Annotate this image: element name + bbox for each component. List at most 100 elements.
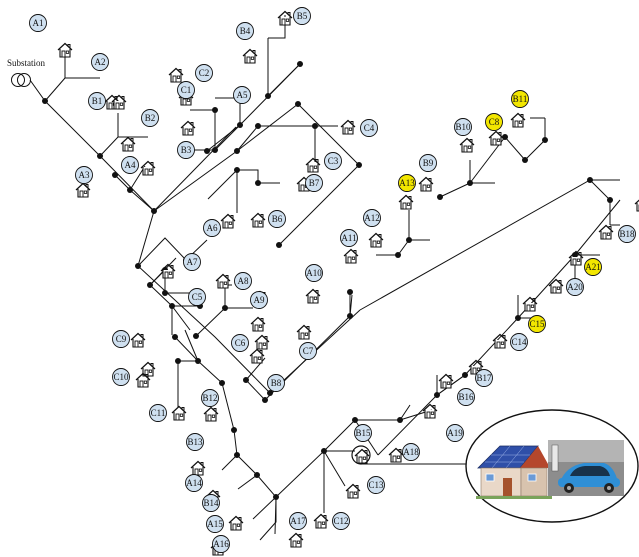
node-c1: C1 [177,81,195,99]
node-circle [293,7,311,25]
node-b8: B8 [267,374,285,392]
node-label: B15 [355,428,371,438]
node-label: A11 [341,233,356,243]
junction-dot [175,358,181,364]
node-label: B11 [513,94,528,104]
junction-dot [542,137,548,143]
feeder-line [207,169,238,200]
feeder-line [439,160,471,198]
node-circle [141,109,159,127]
node-label: B14 [203,498,219,508]
node-circle [91,53,109,71]
node-label: A15 [207,519,223,529]
node-circle [618,225,636,243]
house-icon [296,324,312,340]
feeder-line [233,429,277,535]
feeder-line [44,77,66,102]
node-circle [188,288,206,306]
node-circle [584,258,602,276]
node-label: A17 [290,516,306,526]
node-circle [267,374,285,392]
junction-dot [97,153,103,159]
node-label: C7 [303,346,314,356]
house-icon [418,176,434,192]
house-icon [140,160,156,176]
node-a3: A3 [75,166,93,184]
node-circle [510,333,528,351]
node-label: A6 [207,223,218,233]
node-label: A16 [213,539,229,549]
junction-dot [42,98,48,104]
junction-dot [437,194,443,200]
house-icon [398,194,414,210]
junction-dot [135,263,141,269]
node-circle [149,404,167,422]
junction-dot [231,427,237,433]
house-icon [130,332,146,348]
junction-dot [276,242,282,248]
node-label: A2 [95,57,106,67]
house-icon [75,182,91,198]
house-icon [522,296,538,312]
node-a9: A9 [250,291,268,309]
house-icon [354,448,370,464]
house-icon [634,196,639,212]
node-circle [212,535,230,553]
node-label: C6 [235,338,246,348]
node-b12: B12 [201,389,219,407]
node-circle [363,209,381,227]
node-a2: A2 [91,53,109,71]
node-label: A4 [125,160,136,170]
node-label: C2 [199,68,210,78]
node-c3: C3 [324,152,342,170]
node-circle [183,253,201,271]
node-label: A19 [447,428,463,438]
junction-dot [234,148,240,154]
node-label: B9 [423,158,434,168]
feeder-line [177,360,198,408]
house-icon [340,119,356,135]
node-circle [457,388,475,406]
node-a4: A4 [121,156,139,174]
node-c5: C5 [188,288,206,306]
house-icon [368,232,384,248]
junction-dot [212,107,218,113]
node-a18: A18 [402,443,420,461]
node-circle [250,291,268,309]
node-circle [354,424,372,442]
house-icon [120,136,136,152]
node-label: B2 [145,113,156,123]
house-icon [313,513,329,529]
feeder-line [275,450,346,498]
feeder-line [589,179,611,201]
house-icon [220,213,236,229]
node-circle [233,86,251,104]
node-circle [202,494,220,512]
house-icon [168,67,184,83]
junction-dot [151,208,157,214]
junction-dot [193,333,199,339]
junction-dot [515,315,521,321]
node-c7: C7 [299,342,317,360]
node-label: B16 [458,392,474,402]
node-circle [203,219,221,237]
node-a11: A11 [340,229,358,247]
node-b13: B13 [186,433,204,451]
node-circle [186,433,204,451]
node-label: A12 [364,213,380,223]
substation-label: Substation [7,58,46,68]
house-icon [250,212,266,228]
house-icon [171,405,187,421]
node-circle [566,278,584,296]
house-icon [305,288,321,304]
feeder-line [397,210,410,256]
junction-dot [255,180,261,186]
house-icon [288,532,304,548]
feeder-line [195,307,226,337]
junction-dot [397,417,403,423]
junction-dot [297,61,303,67]
node-circle [299,342,317,360]
junction-dot [347,313,353,319]
